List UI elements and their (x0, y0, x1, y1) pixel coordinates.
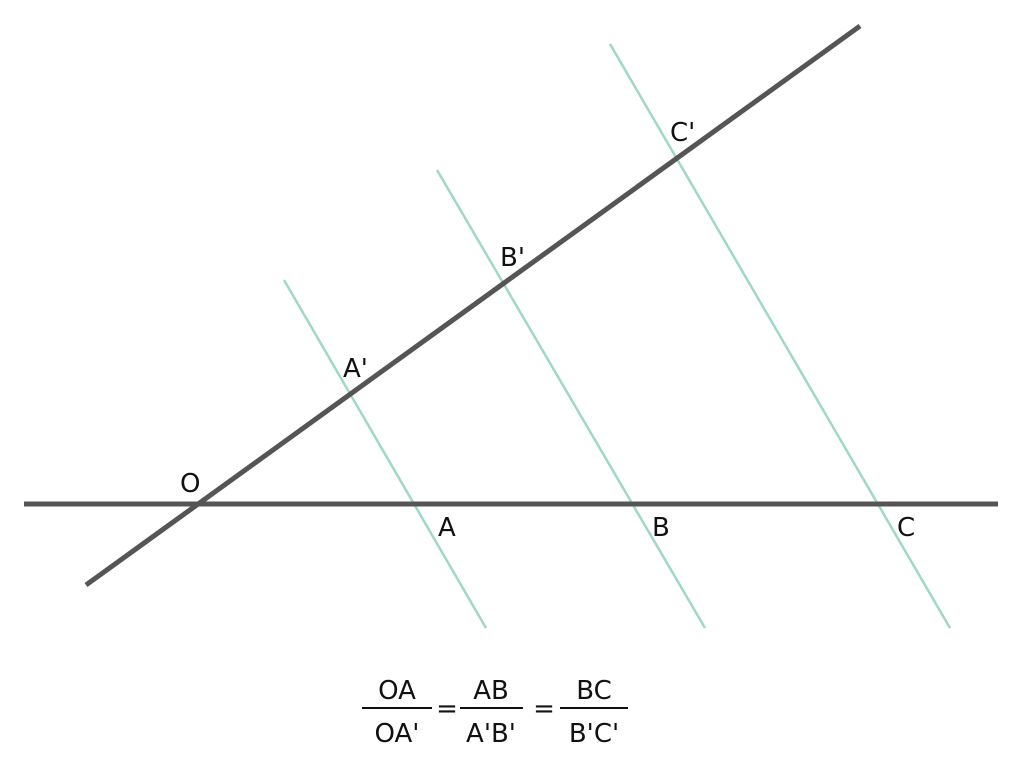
fraction3-numerator: BC (576, 676, 612, 706)
point-label-b-prime: B' (500, 243, 525, 273)
point-label-a: A (438, 513, 456, 543)
oblique-line (84, 23, 862, 588)
point-label-o: O (180, 469, 200, 499)
equals-sign-2: = (533, 694, 555, 724)
fraction1-denominator: OA' (375, 719, 420, 749)
point-label-c: C (897, 513, 915, 543)
point-label-a-prime: A' (343, 354, 368, 384)
ratio-equation: OA OA' = AB A'B' = BC B'C' (362, 676, 628, 749)
parallel-line-a (282, 279, 488, 629)
point-label-c-prime: C' (670, 118, 695, 148)
fraction1-numerator: OA (378, 676, 416, 706)
point-label-b: B (652, 513, 670, 543)
fraction2-numerator: AB (473, 676, 509, 706)
equals-sign-1: = (436, 694, 458, 724)
parallel-line-b (435, 169, 707, 629)
fraction2-denominator: A'B' (466, 719, 516, 749)
parallel-line-c (608, 43, 952, 629)
fraction3-denominator: B'C' (569, 719, 619, 749)
